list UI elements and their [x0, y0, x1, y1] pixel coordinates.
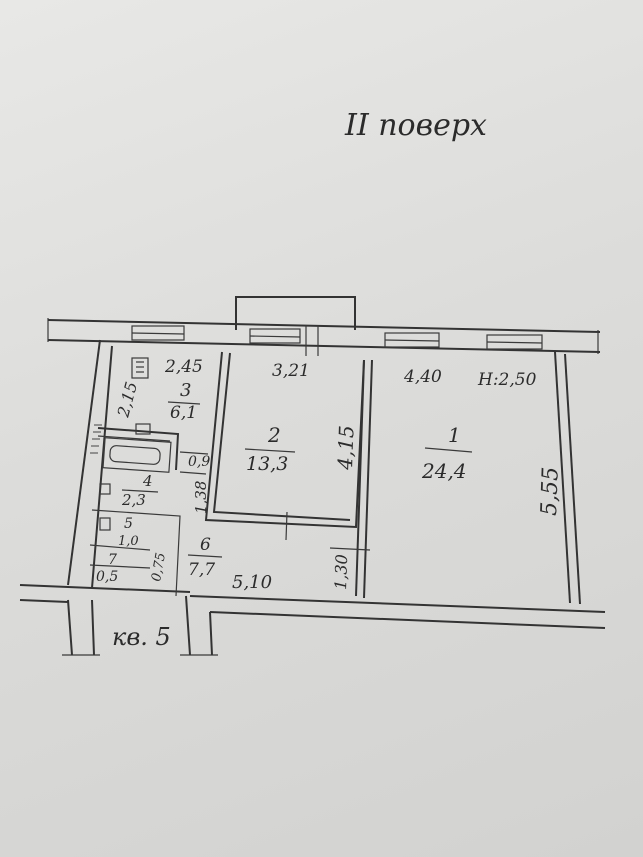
stair-wall-left [67, 599, 95, 656]
room-5-area: 1,0 [118, 534, 139, 549]
room-1-area: 24,4 [421, 459, 467, 483]
room-4-number: 4 [142, 472, 153, 490]
room-6-area: 7,7 [188, 560, 215, 580]
room1-left-wall [355, 359, 365, 597]
bottom-wall-left [19, 584, 191, 593]
room-labels: 1 24,4 2 13,3 3 6,1 4 2,3 5 1,0 6 7,7 7 … [96, 380, 473, 585]
floor-title: II поверх [344, 108, 487, 143]
dim-door-gap: 0,9 [188, 454, 210, 470]
bathroom-fixtures [89, 357, 181, 597]
room2-walls [204, 351, 365, 529]
dim-room2-width: 3,21 [272, 361, 310, 381]
room-3-number: 3 [180, 380, 191, 401]
dim-room2-depth: 4,15 [333, 425, 359, 471]
top-wall-outer [47, 319, 601, 333]
door-marks [179, 325, 371, 551]
right-wall [554, 351, 571, 604]
room-1-number: 1 [448, 423, 461, 447]
bay-window [235, 296, 356, 330]
dim-corridor-length: 5,10 [232, 572, 272, 593]
windows [131, 325, 543, 350]
room-7-number: 7 [108, 552, 117, 568]
dim-room1-depth: 5,55 [537, 466, 564, 516]
apartment-label: кв. 5 [112, 623, 171, 651]
room3-divider [97, 427, 180, 471]
room-2-number: 2 [267, 423, 281, 447]
room-2-area: 13,3 [246, 453, 288, 475]
room-7-area: 0,5 [96, 569, 118, 585]
room-4-area: 2,3 [121, 491, 146, 509]
dim-corridor-width: 1,30 [331, 554, 351, 590]
dim-small-wc: 0,75 [149, 552, 169, 583]
stair-wall-right [185, 595, 213, 656]
dim-room1-width: 4,40 [403, 367, 442, 387]
left-wall [67, 339, 101, 586]
dim-room3-depth: 2,15 [113, 380, 141, 420]
dim-passage-width: 1,38 [192, 481, 210, 514]
room-5-number: 5 [124, 516, 133, 532]
dim-room3-width: 2,45 [164, 357, 203, 377]
room-6-number: 6 [200, 535, 211, 555]
ceiling-height: H:2,50 [477, 370, 537, 390]
top-wall-inner [47, 339, 601, 353]
radiator [90, 424, 102, 454]
room-3-area: 6,1 [170, 403, 197, 423]
bottom-wall-right [189, 595, 606, 613]
dimension-labels: 2,45 2,15 3,21 4,15 4,40 H:2,50 5,55 5,1… [113, 357, 563, 593]
